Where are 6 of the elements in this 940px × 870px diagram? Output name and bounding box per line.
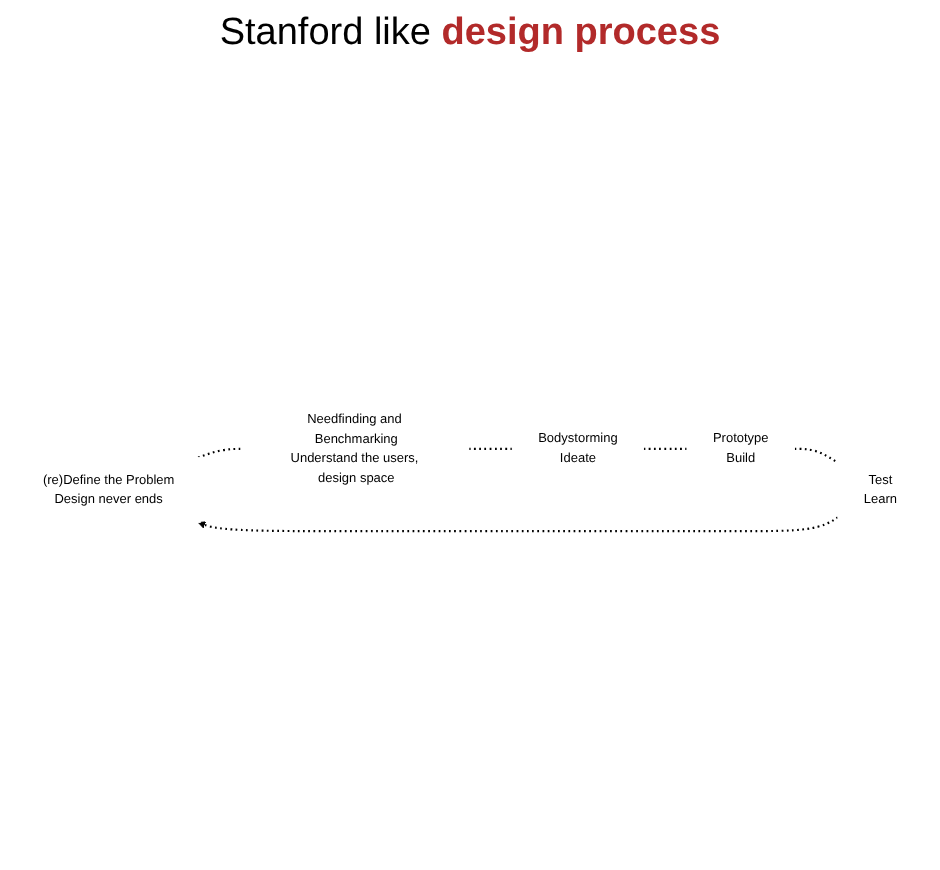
connector [794, 448, 839, 465]
arrow [197, 517, 839, 534]
connector [197, 448, 244, 460]
diagram-title: Stanford like design process [219, 12, 721, 56]
connector [468, 448, 513, 451]
connector [643, 448, 687, 451]
